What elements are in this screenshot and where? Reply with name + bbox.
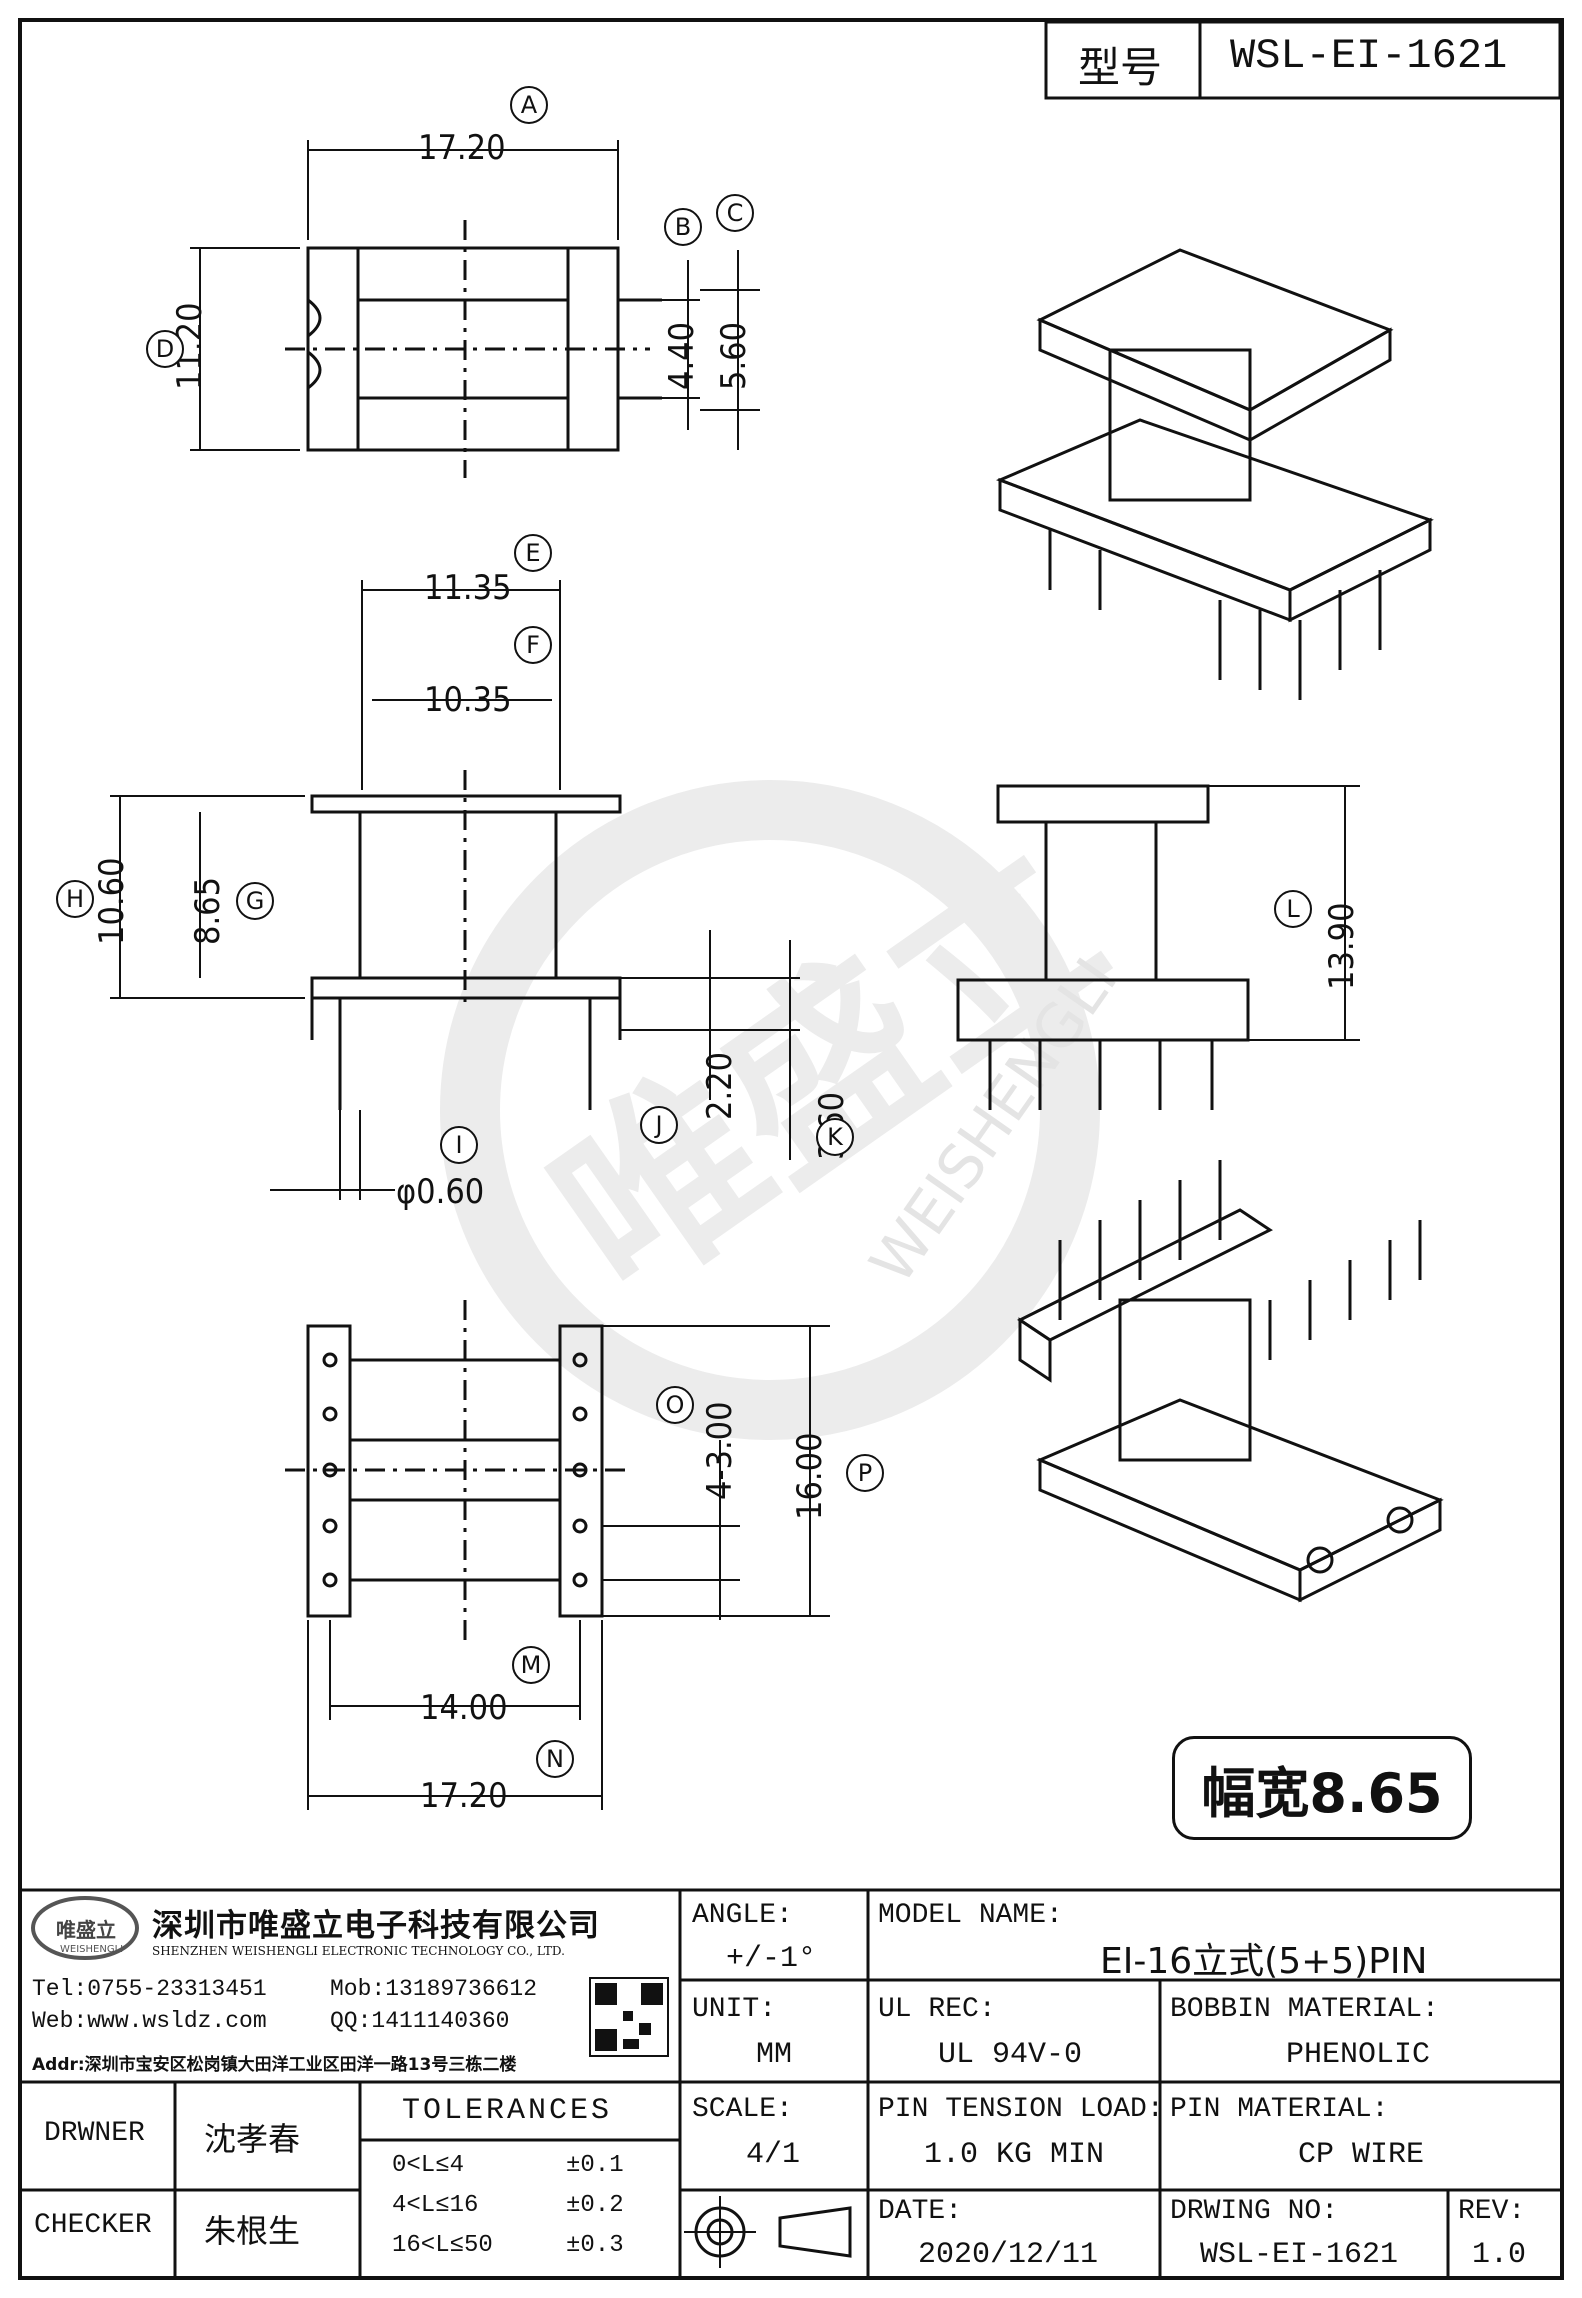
model-name-label: MODEL NAME:	[878, 1900, 1063, 1931]
callout-i: I	[440, 1126, 478, 1164]
callout-c: C	[716, 194, 754, 232]
dim-value-b: 4.40	[662, 321, 702, 390]
callout-d: D	[146, 330, 184, 368]
callout-h: H	[56, 880, 94, 918]
pin-tension-label: PIN TENSION LOAD:	[878, 2094, 1164, 2125]
bobbin-material-value: PHENOLIC	[1286, 2038, 1431, 2072]
front-view	[956, 784, 1250, 1110]
dim-value-p: 16.00	[790, 1432, 830, 1520]
dim-value-c: 5.60	[714, 321, 754, 390]
scale-label: SCALE:	[692, 2094, 793, 2125]
title-block-grid	[18, 1888, 1564, 2280]
callout-a: A	[510, 86, 548, 124]
drawer-name: 沈孝春	[204, 2120, 301, 2158]
checker-label: CHECKER	[34, 2210, 152, 2241]
callout-n: N	[536, 1740, 574, 1778]
company-tel: Tel:0755-23313451	[32, 1976, 267, 2002]
type-label: 型号	[1078, 43, 1163, 92]
company-address: Addr:深圳市宝安区松岗镇大田洋工业区田洋一路13号三栋二楼	[32, 2055, 517, 2075]
isometric-view-top	[995, 248, 1434, 700]
company-name-en: SHENZHEN WEISHENGLI ELECTRONIC TECHNOLOG…	[152, 1944, 565, 1958]
tolerance-value-3: ±0.3	[566, 2232, 624, 2259]
drawer-label: DRWNER	[44, 2118, 145, 2149]
tolerance-value-1: ±0.1	[566, 2152, 624, 2179]
dim-value-o: 4-3.00	[700, 1401, 740, 1500]
unit-label: UNIT:	[692, 1994, 777, 2025]
tolerances-title: TOLERANCES	[402, 2094, 613, 2128]
top-view	[285, 220, 662, 478]
drawing-no-label: DRWING NO:	[1170, 2196, 1339, 2227]
company-qq: QQ:1411140360	[330, 2008, 510, 2034]
company-mob: Mob:13189736612	[330, 1976, 538, 2002]
ul-value: UL 94V-0	[938, 2038, 1083, 2072]
tolerance-value-2: ±0.2	[566, 2192, 624, 2219]
model-header-box	[1044, 20, 1562, 100]
dim-value-g: 8.65	[188, 876, 228, 945]
checker-name: 朱根生	[204, 2212, 301, 2250]
dim-value-m: 14.00	[420, 1688, 508, 1728]
qr-code	[589, 1977, 669, 2057]
tolerance-range-2: 4<L≤16	[392, 2192, 479, 2219]
dim-value-a: 17.20	[418, 128, 506, 168]
company-logo-sub: WEISHENGLI	[60, 1944, 124, 1955]
tolerance-range-1: 0<L≤4	[392, 2152, 465, 2179]
dim-value-h: 10.60	[92, 857, 132, 945]
angle-label: ANGLE:	[692, 1900, 793, 1931]
callout-p: P	[846, 1454, 884, 1492]
side-view	[310, 770, 622, 1110]
company-name-cn: 深圳市唯盛立电子科技有限公司	[152, 1908, 600, 1944]
callout-f: F	[514, 626, 552, 664]
model-code: WSL-EI-1621	[1230, 32, 1508, 80]
pin-material-value: CP WIRE	[1298, 2138, 1425, 2172]
rev-label: REV:	[1458, 2196, 1526, 2227]
dim-value-e: 11.35	[424, 568, 512, 608]
isometric-view-bottom	[1017, 1160, 1444, 1603]
date-value: 2020/12/11	[918, 2238, 1099, 2272]
unit-value: MM	[756, 2038, 793, 2072]
dim-value-l: 13.90	[1322, 902, 1362, 990]
drawing-no-value: WSL-EI-1621	[1200, 2238, 1399, 2272]
callout-l: L	[1274, 890, 1312, 928]
company-web: Web:www.wsldz.com	[32, 2008, 267, 2034]
callout-e: E	[514, 534, 552, 572]
drawing-frame	[18, 18, 1564, 2280]
tolerance-range-3: 16<L≤50	[392, 2232, 493, 2259]
bottom-view	[285, 1300, 630, 1640]
callout-o: O	[656, 1386, 694, 1424]
callout-g: G	[236, 882, 274, 920]
scale-value: 4/1	[746, 2138, 801, 2172]
callout-j: J	[640, 1106, 678, 1144]
dim-value-f: 10.35	[424, 680, 512, 720]
dim-lines-top	[190, 140, 760, 451]
callout-b: B	[664, 208, 702, 246]
model-name-value: EI-16立式(5+5)PIN	[1100, 1941, 1428, 1982]
rev-value: 1.0	[1472, 2238, 1527, 2272]
dim-lines-side	[110, 580, 800, 1200]
pin-material-label: PIN MATERIAL:	[1170, 2094, 1389, 2125]
dim-value-j: 2.20	[700, 1051, 740, 1120]
ul-label: UL REC:	[878, 1994, 996, 2025]
company-logo-text: 唯盛立	[56, 1918, 116, 1942]
projection-symbol	[684, 2196, 852, 2268]
dim-lines-front	[1208, 785, 1360, 1041]
callout-m: M	[512, 1646, 550, 1684]
company-logo	[31, 1896, 139, 1960]
date-label: DATE:	[878, 2196, 963, 2227]
pin-tension-value: 1.0 KG MIN	[924, 2138, 1105, 2172]
dim-lines-bottom	[307, 1325, 830, 1810]
width-badge: 幅宽8.65	[1172, 1736, 1472, 1840]
dim-value-i: φ0.60	[396, 1172, 485, 1212]
dim-value-n: 17.20	[420, 1776, 508, 1816]
bobbin-material-label: BOBBIN MATERIAL:	[1170, 1994, 1439, 2025]
callout-k: K	[816, 1118, 854, 1156]
angle-value: +/-1°	[726, 1942, 817, 1976]
